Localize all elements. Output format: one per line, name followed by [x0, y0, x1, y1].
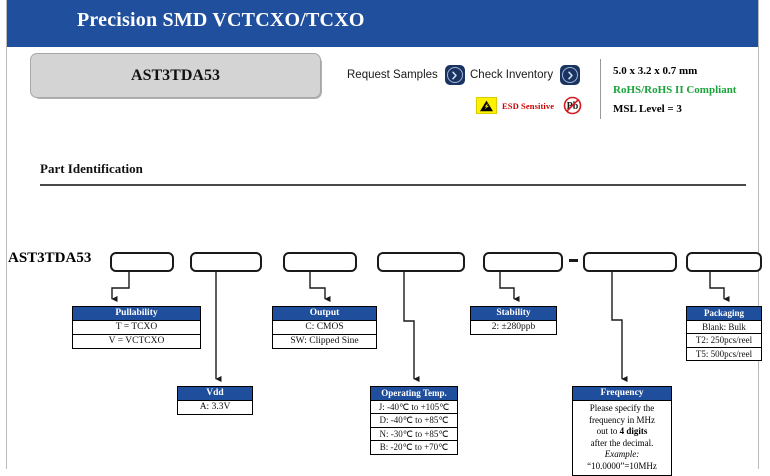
page-border-left: [6, 0, 7, 469]
check-inventory-label: Check Inventory: [470, 69, 554, 81]
freq-line-6: “10.0000”=10MHz: [587, 460, 657, 471]
table-header-packaging: Packaging: [687, 307, 761, 321]
table-row: N: -30℃ to +85℃: [371, 427, 457, 441]
chevron-ring: [562, 67, 579, 83]
table-header-stability: Stability: [471, 307, 556, 321]
table-row: 2: ±280ppb: [471, 321, 556, 334]
table-row: C: CMOS: [273, 321, 376, 335]
part-code-separator: [569, 259, 578, 262]
spec-msl: MSL Level = 3: [613, 103, 682, 115]
table-output: Output C: CMOS SW: Clipped Sine: [272, 306, 377, 349]
check-inventory-action[interactable]: Check Inventory: [470, 65, 581, 85]
table-row: Blank: Bulk: [687, 320, 761, 334]
spec-rohs: RoHS/RoHS II Compliant: [613, 84, 737, 96]
table-row: A: 3.3V: [178, 401, 252, 414]
table-operating-temp: Operating Temp. J: -40℃ to +105℃ D: -40℃…: [370, 386, 458, 455]
freq-line-3-pre: out to: [596, 426, 620, 436]
chevron-ring: [446, 67, 463, 83]
freq-line-1: Please specify the: [589, 403, 655, 413]
spec-divider: [600, 59, 601, 119]
chevron-right-icon[interactable]: [444, 65, 465, 85]
table-row: SW: Clipped Sine: [273, 335, 376, 348]
part-code-box-pullability[interactable]: [110, 252, 174, 272]
lead-free-icon: Pb: [563, 96, 582, 115]
table-header-pullability: Pullability: [73, 307, 200, 321]
page-border-right: [758, 0, 759, 469]
table-header-operating-temp: Operating Temp.: [371, 387, 457, 401]
freq-line-5: Example:: [604, 449, 640, 459]
spec-dimensions: 5.0 x 3.2 x 0.7 mm: [613, 65, 698, 77]
table-header-frequency: Frequency: [573, 387, 671, 401]
section-rule: [40, 184, 746, 186]
part-code-box-output[interactable]: [283, 252, 357, 272]
header-banner: Precision SMD VCTCXO/TCXO: [7, 0, 758, 47]
table-row: V = VCTCXO: [73, 335, 200, 348]
chevron-right-icon[interactable]: [560, 65, 581, 85]
table-row: D: -40℃ to +85℃: [371, 414, 457, 428]
part-number-text: AST3TDA53: [131, 66, 220, 84]
table-row: T5: 500pcs/reel: [687, 347, 761, 360]
spec-list: 5.0 x 3.2 x 0.7 mm RoHS/RoHS II Complian…: [613, 62, 763, 119]
part-number-box[interactable]: AST3TDA53: [30, 53, 321, 98]
section-title: Part Identification: [40, 161, 143, 176]
freq-line-4: after the decimal.: [590, 437, 654, 448]
table-row: T = TCXO: [73, 321, 200, 335]
esd-sensitive-label: ESD Sensitive: [502, 100, 555, 111]
table-pullability: Pullability T = TCXO V = VCTCXO: [72, 306, 201, 349]
esd-warning-icon: [476, 97, 497, 114]
freq-line-2: frequency in MHz: [589, 414, 655, 425]
table-header-vdd: Vdd: [178, 387, 252, 401]
part-code-box-operating-temp[interactable]: [377, 252, 465, 272]
table-header-output: Output: [273, 307, 376, 321]
table-frequency: Frequency Please specify the frequency i…: [572, 386, 672, 476]
compliance-badges: ESD Sensitive Pb: [476, 96, 582, 115]
request-samples-action[interactable]: Request Samples: [347, 65, 465, 85]
table-packaging: Packaging Blank: Bulk T2: 250pcs/reel T5…: [686, 306, 762, 361]
table-stability: Stability 2: ±280ppb: [470, 306, 557, 335]
table-row: T2: 250pcs/reel: [687, 334, 761, 348]
part-code-box-vdd[interactable]: [190, 252, 262, 272]
freq-line-3-bold: 4 digits: [619, 426, 648, 436]
part-code-box-packaging[interactable]: [686, 252, 762, 272]
page-title: Precision SMD VCTCXO/TCXO: [77, 9, 365, 31]
frequency-instructions: Please specify the frequency in MHz out …: [573, 401, 671, 475]
request-samples-label: Request Samples: [347, 69, 438, 81]
part-code-box-frequency[interactable]: [583, 252, 677, 272]
table-row: B: -20℃ to +70℃: [371, 441, 457, 454]
part-code-box-stability[interactable]: [483, 252, 563, 272]
part-code-prefix: AST3TDA53: [8, 250, 92, 266]
table-vdd: Vdd A: 3.3V: [177, 386, 253, 415]
svg-text:Pb: Pb: [567, 101, 579, 112]
table-row: J: -40℃ to +105℃: [371, 400, 457, 414]
